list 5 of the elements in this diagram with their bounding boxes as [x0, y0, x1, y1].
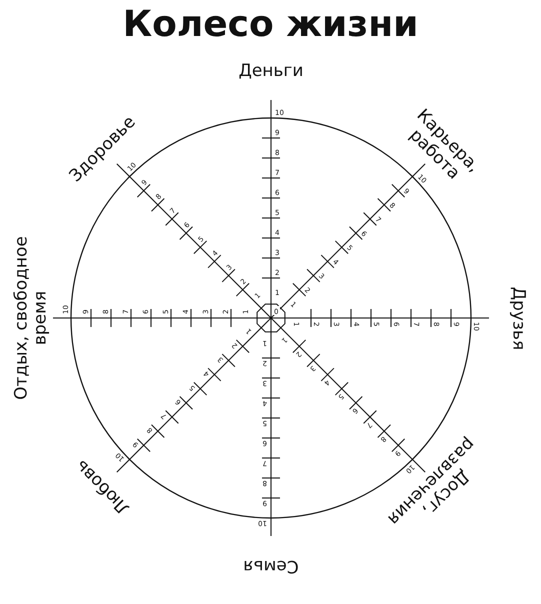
title: Колесо жизни [122, 4, 420, 45]
axis-label: Деньги [238, 62, 304, 80]
axis-label: Друзья [508, 285, 528, 352]
axis-label: Семья [242, 556, 300, 574]
axis-label: Отдых, свободное время [12, 235, 50, 402]
